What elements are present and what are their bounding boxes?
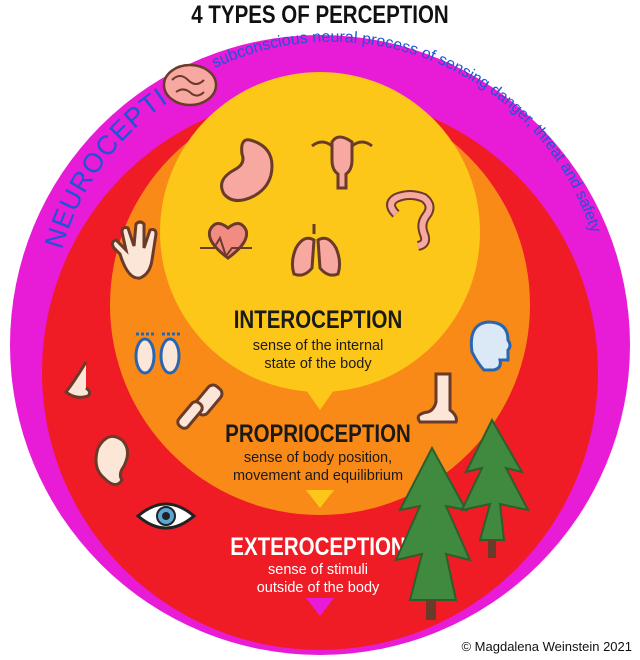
ankle-icon [416,372,458,424]
hand-icon [110,220,158,280]
proprioception-title: PROPRIOCEPTION [225,419,411,447]
proprioception-line1: sense of body position, [244,450,392,466]
lungs-icon [290,224,342,277]
exteroception-line2: outside of the body [257,580,380,596]
proprioception-line2: movement and equilibrium [233,468,403,484]
copyright-text: © Magdalena Weinstein 2021 [461,639,632,654]
triangle-marker [306,390,334,410]
feet-icon [134,332,182,375]
interoception-line1: sense of the internal [253,338,384,354]
stomach-icon [220,138,274,202]
triangle-marker [306,490,334,508]
interoception-line2: state of the body [264,356,372,372]
knee-joint-icon [176,383,224,430]
tree-icon [394,417,530,620]
ear-icon [94,434,129,486]
eye-icon [135,502,197,530]
interoception-title: INTEROCEPTION [234,305,403,333]
page-title: 4 TYPES OF PERCEPTION [191,1,449,29]
heart-rate-icon [200,222,252,260]
nose-icon [63,361,92,399]
uterus-icon [311,135,373,190]
triangle-marker [306,598,334,616]
exteroception-title: EXTEROCEPTION [230,532,405,560]
intestine-icon [386,190,435,251]
brain-icon [162,63,218,107]
head-icon [469,320,512,372]
interoception-circle [160,72,480,392]
exteroception-line1: sense of stimuli [268,562,368,578]
